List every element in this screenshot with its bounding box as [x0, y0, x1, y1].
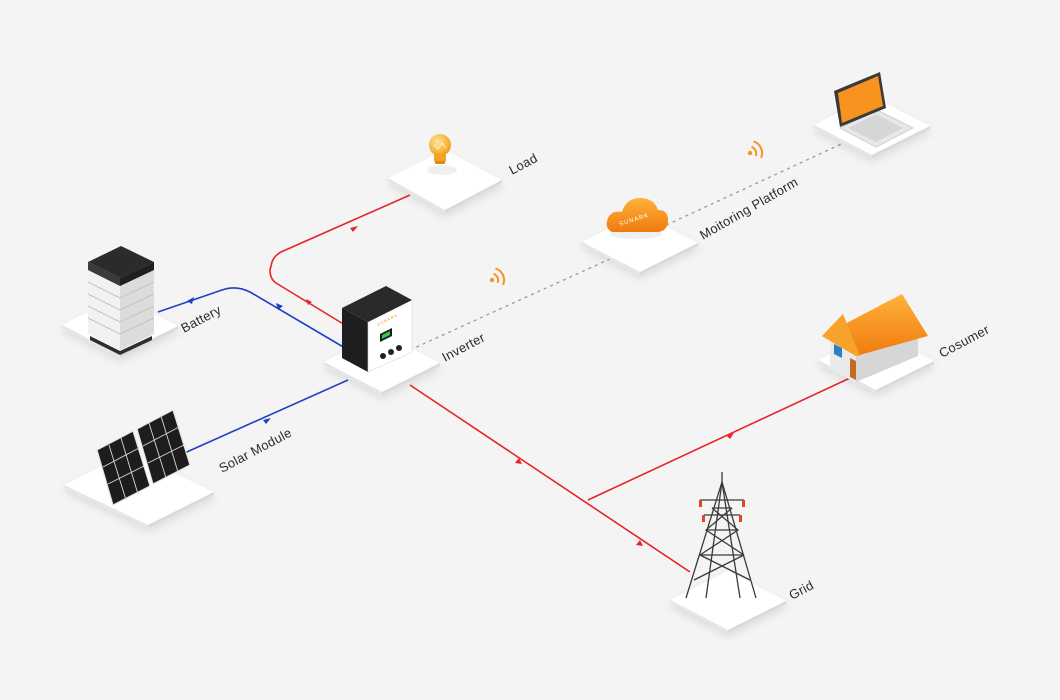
grid-node: [670, 472, 786, 633]
connections: [157, 139, 851, 573]
monitoring-label: Moitoring Platform: [697, 174, 801, 242]
laptop-icon: [834, 72, 914, 148]
battery-node: [62, 246, 178, 358]
load-label: Load: [506, 150, 540, 177]
battery-icon: [87, 246, 155, 355]
arrow-inverter-left: [306, 299, 312, 305]
arrow-grid-1: [515, 458, 522, 464]
line-inverter-monitoring: [409, 257, 613, 351]
consumer-label: Cosumer: [936, 321, 992, 360]
platform: [670, 571, 786, 633]
platform: [388, 150, 502, 213]
solar-node: [64, 409, 214, 528]
grid-label: Grid: [786, 577, 816, 602]
arrow-battery-2: [276, 303, 283, 310]
arrow-grid-2: [636, 540, 643, 546]
line-inverter-grid: [409, 384, 691, 573]
solar-label: Solar Module: [216, 425, 294, 476]
inverter-label: Inverter: [439, 329, 487, 364]
battery-label: Battery: [178, 302, 223, 336]
arrow-consumer: [727, 433, 734, 439]
cloud-icon: SUNARK: [606, 198, 668, 239]
line-monitoring-laptop: [659, 139, 851, 229]
insulator-icons: [699, 500, 745, 522]
laptop-node: [814, 72, 930, 158]
line-solar-inverter: [179, 379, 349, 456]
inverter-node: SUNARK: [324, 286, 440, 395]
lightbulb-icon: [429, 134, 451, 164]
line-inverter-load: [269, 194, 411, 326]
monitoring-node: SUNARK: [582, 198, 698, 275]
solar-panel-icon: [96, 409, 191, 506]
inverter-icon: SUNARK: [342, 286, 413, 373]
power-tower-icon: [685, 472, 757, 599]
house-icon: [822, 294, 928, 382]
wifi-icon: [489, 267, 506, 286]
load-node: [388, 134, 502, 213]
arrow-load: [350, 226, 358, 232]
line-branch-consumer: [587, 377, 851, 501]
line-inverter-battery: [157, 287, 346, 349]
consumer-node: [818, 294, 934, 393]
wifi-icon: [747, 140, 764, 159]
arrow-solar: [263, 418, 271, 424]
arrow-battery-1: [187, 297, 194, 304]
